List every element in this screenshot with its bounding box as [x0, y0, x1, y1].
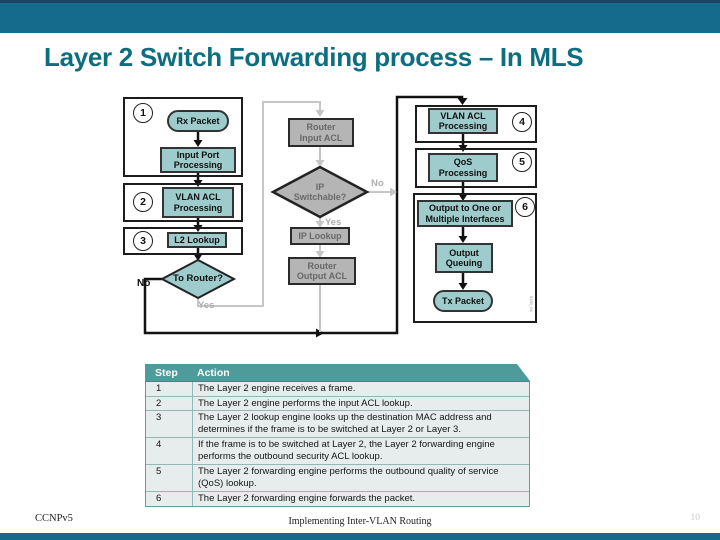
- label-no-ip: No: [371, 178, 384, 189]
- diamond-to-router: [159, 258, 237, 300]
- cell-action: The Layer 2 lookup engine looks up the d…: [198, 412, 492, 435]
- group-step-5: [415, 148, 537, 188]
- table-row: 2 The Layer 2 engine performs the input …: [146, 396, 529, 410]
- table-row: 5 The Layer 2 forwarding engine performs…: [146, 464, 529, 491]
- footer-module-title: Implementing Inter-VLAN Routing: [288, 516, 432, 527]
- diamond-ip-switchable: [270, 165, 370, 219]
- node-output-queuing: Output Queuing: [435, 243, 493, 273]
- merge-arrowhead: [316, 328, 324, 338]
- cell-action: If the frame is to be switched at Layer …: [198, 439, 495, 462]
- node-vlan-acl-processing-1: VLAN ACL Processing: [162, 187, 234, 218]
- table-header-step: Step: [155, 366, 178, 379]
- cell-action: The Layer 2 engine receives a frame.: [198, 383, 356, 394]
- label-ip-switchable: IP Switchable?: [293, 182, 347, 202]
- step-badge-6: 6: [515, 197, 535, 217]
- bottom-bar: [0, 533, 720, 540]
- node-input-port-processing: Input Port Processing: [160, 147, 236, 173]
- group-step-6: [413, 193, 537, 323]
- top-bar: [0, 3, 720, 33]
- cell-step: 1: [146, 382, 193, 396]
- table-row: 6 The Layer 2 forwarding engine forwards…: [146, 491, 529, 506]
- node-l2-lookup: L2 Lookup: [167, 232, 227, 248]
- group-step-1: [123, 97, 243, 177]
- table-body: 1 The Layer 2 engine receives a frame. 2…: [145, 381, 530, 507]
- node-output-interfaces: Output to One or Multiple Interfaces: [417, 200, 513, 227]
- step-badge-5: 5: [512, 152, 532, 172]
- table-header-row: Step Action: [145, 364, 530, 381]
- node-tx-packet: Tx Packet: [433, 290, 493, 312]
- group-step-3: [123, 227, 243, 255]
- node-router-input-acl: Router Input ACL: [288, 118, 354, 147]
- label-no-main: No: [137, 278, 151, 289]
- table-row: 4 If the frame is to be switched at Laye…: [146, 437, 529, 464]
- cell-step: 4: [146, 438, 193, 464]
- node-router-output-acl: Router Output ACL: [288, 257, 356, 285]
- step-badge-1: 1: [133, 103, 153, 123]
- yes-path-line: [197, 101, 321, 307]
- group-step-4: [415, 105, 537, 143]
- figure-id: 5150_04: [529, 296, 534, 312]
- group-step-2: [123, 183, 243, 222]
- cell-action: The Layer 2 engine performs the input AC…: [198, 398, 413, 409]
- step-badge-3: 3: [133, 231, 153, 251]
- no-path-line: [143, 95, 464, 335]
- cell-action: The Layer 2 forwarding engine forwards t…: [198, 493, 416, 504]
- node-rx-packet: Rx Packet: [167, 110, 229, 132]
- footer-page-number: 10: [690, 513, 701, 523]
- step-badge-2: 2: [133, 192, 153, 212]
- node-qos-processing: QoS Processing: [428, 153, 498, 182]
- table-row: 3 The Layer 2 lookup engine looks up the…: [146, 410, 529, 437]
- top-accent-line: [0, 0, 720, 3]
- ip-no-arrowhead: [390, 187, 397, 197]
- node-ip-lookup: IP Lookup: [290, 227, 350, 245]
- label-yes-ip: Yes: [325, 217, 342, 228]
- step-badge-4: 4: [512, 112, 532, 132]
- footer-course: CCNPv5: [35, 513, 73, 524]
- cell-step: 6: [146, 492, 193, 506]
- cell-step: 2: [146, 397, 193, 410]
- table-header-action: Action: [197, 366, 230, 379]
- step-action-table: Step Action 1 The Layer 2 engine receive…: [145, 364, 530, 507]
- page-title: Layer 2 Switch Forwarding process – In M…: [44, 42, 584, 72]
- gray-arrowhead-router-input: [315, 110, 325, 117]
- cell-action: The Layer 2 forwarding engine performs t…: [198, 466, 499, 489]
- arrowhead-into-step4: [457, 98, 468, 105]
- label-yes-main: Yes: [198, 300, 215, 311]
- node-vlan-acl-processing-2: VLAN ACL Processing: [428, 108, 498, 134]
- label-to-router: To Router?: [173, 273, 223, 284]
- cell-step: 5: [146, 465, 193, 491]
- cell-step: 3: [146, 411, 193, 437]
- table-row: 1 The Layer 2 engine receives a frame.: [146, 382, 529, 396]
